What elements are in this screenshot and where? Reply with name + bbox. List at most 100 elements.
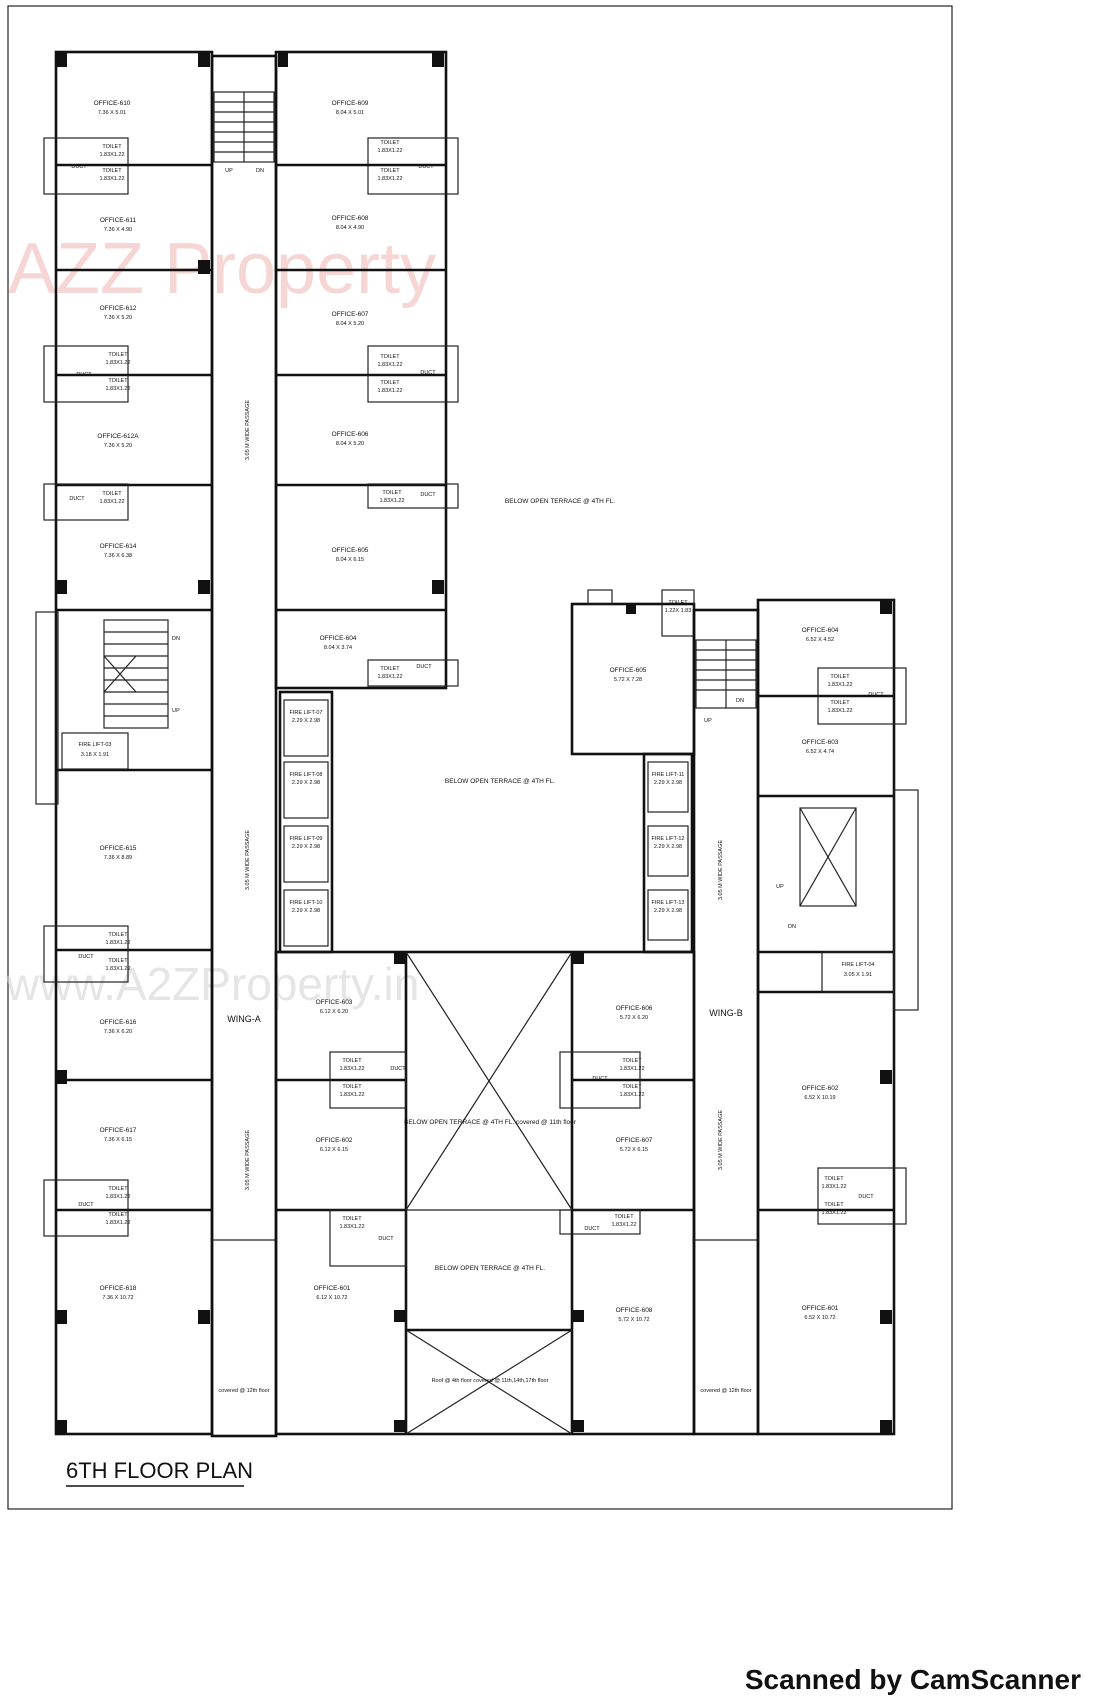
office-size: 7.36 X 8.89	[104, 855, 132, 861]
office-size: 6.12 X 6.15	[320, 1147, 348, 1153]
toilet-size: 1.83X1.22	[821, 1184, 846, 1190]
office-size: 7.36 X 6.15	[104, 1137, 132, 1143]
duct-label: DUCT	[584, 1226, 600, 1232]
passage-label: 3.05 M WIDE PASSAGE	[245, 400, 251, 460]
toilet-label: TOILET	[622, 1084, 642, 1090]
office-size: 7.36 X 5.01	[98, 110, 126, 116]
wing-a-passage	[210, 54, 278, 1438]
toilet-label: TOILET	[622, 1058, 642, 1064]
toilet-label: TOILET	[108, 958, 128, 964]
duct-label: DUCT	[78, 954, 94, 960]
toilet-label: TOILET	[342, 1084, 362, 1090]
lift-size: 2.29 X 2.98	[654, 844, 682, 850]
duct-label: DUCT	[418, 164, 434, 170]
lift-size: 2.29 X 2.98	[654, 908, 682, 914]
lift-size: 2.29 X 2.98	[292, 780, 320, 786]
office-label: OFFICE-602	[316, 1137, 353, 1144]
office-size: 7.36 X 5.20	[104, 443, 132, 449]
toilet-label: TOILET	[830, 700, 850, 706]
wing-b-east-offices	[756, 598, 919, 1436]
toilet-label: TOILET	[102, 144, 122, 150]
office-size: 8.04 X 3.74	[324, 645, 352, 651]
wing-a-label: WING-A	[227, 1014, 261, 1024]
office-size: 7.36 X 4.90	[104, 227, 132, 233]
wing-labels: WING-A WING-B	[227, 1008, 743, 1024]
office-size: 8.04 X 5.01	[336, 110, 364, 116]
office-label: OFFICE-609	[332, 100, 369, 107]
office-label: OFFICE-605	[610, 667, 647, 674]
office-size: 7.36 X 5.20	[104, 315, 132, 321]
passage-label: 3.05 M WIDE PASSAGE	[718, 1110, 724, 1170]
toilet-size: 1.83X1.22	[99, 152, 124, 158]
toilet-size: 1.83X1.22	[105, 966, 130, 972]
toilet-label: TOILET	[342, 1058, 362, 1064]
terrace-label-roof: Roof @ 4th floor covered @ 11th,14th,17t…	[432, 1378, 549, 1384]
toilet-label: TOILET	[108, 932, 128, 938]
office-size: 7.36 X 6.38	[104, 553, 132, 559]
lift-label: FIRE LIFT-04	[841, 962, 874, 968]
office-label: OFFICE-608	[332, 215, 369, 222]
office-size: 8.04 X 6.15	[336, 557, 364, 563]
toilet-size: 1.83X1.22	[339, 1066, 364, 1072]
wing-a-east-offices	[274, 50, 459, 690]
wing-b-passage	[692, 608, 760, 1436]
toilet-size: 1.83X1.22	[105, 1194, 130, 1200]
stair-down-label: DN	[788, 924, 796, 930]
lift-size: 2.29 X 2.98	[654, 780, 682, 786]
office-size: 7.36 X 10.72	[102, 1295, 133, 1301]
office-label: OFFICE-610	[94, 100, 131, 107]
lift-size: 2.29 X 2.98	[292, 718, 320, 724]
toilet-size: 1.83X1.22	[105, 360, 130, 366]
terrace-label-lower: BELOW OPEN TERRACE @ 4TH FL.	[435, 1265, 545, 1272]
toilet-label: TOILET	[108, 352, 128, 358]
lift-label: FIRE LIFT-11	[652, 772, 685, 778]
office-size: 6.52 X 4.74	[806, 749, 834, 755]
office-label: OFFICE-603	[802, 739, 839, 746]
office-size: 5.72 X 6.20	[620, 1015, 648, 1021]
office-size: 6.52 X 4.52	[806, 637, 834, 643]
lift-label: FIRE LIFT-08	[289, 772, 322, 778]
duct-label: DUCT	[390, 1066, 406, 1072]
passage-labels: 3.05 M WIDE PASSAGE 3.05 M WIDE PASSAGE …	[245, 400, 724, 1190]
toilet-size: 1.83X1.22	[105, 1220, 130, 1226]
lift-labels: FIRE LIFT-07 2.29 X 2.98 FIRE LIFT-08 2.…	[78, 710, 874, 978]
office-label: OFFICE-601	[802, 1305, 839, 1312]
duct-label: DUCT	[420, 370, 436, 376]
office-label: OFFICE-617	[100, 1127, 137, 1134]
scanner-watermark: Scanned by CamScanner	[744, 1664, 1081, 1695]
toilet-size: 1.83X1.22	[339, 1224, 364, 1230]
toilet-size: 1.83X1.22	[377, 176, 402, 182]
lift-size: 3.18 X 1.91	[81, 752, 109, 758]
stair-up-label: UP	[172, 708, 180, 714]
toilet-size: 1.83X1.22	[339, 1092, 364, 1098]
toilet-size: 1.83X1.22	[611, 1222, 636, 1228]
office-size: 5.72 X 10.72	[618, 1317, 649, 1323]
toilet-label: TOILET	[614, 1214, 634, 1220]
toilet-label: TOILET	[342, 1216, 362, 1222]
office-label: OFFICE-605	[332, 547, 369, 554]
terrace-label-atrium: BELOW OPEN TERRACE @ 4TH FL. covered @ 1…	[404, 1119, 577, 1126]
office-label: OFFICE-608	[616, 1307, 653, 1314]
toilet-size: 1.83X1.22	[377, 674, 402, 680]
toilet-label: TOILET	[102, 491, 122, 497]
wing-b-label: WING-B	[709, 1008, 743, 1018]
lift-label: FIRE LIFT-03	[78, 742, 111, 748]
toilet-label: TOILET	[380, 380, 400, 386]
office-size: 8.04 X 5.20	[336, 321, 364, 327]
office-label: OFFICE-603	[316, 999, 353, 1006]
duct-label: DUCT	[420, 492, 436, 498]
office-label: OFFICE-602	[802, 1085, 839, 1092]
toilet-size: 1.83X1.22	[827, 708, 852, 714]
office-label: OFFICE-604	[320, 635, 357, 642]
office-label: OFFICE-604	[802, 627, 839, 634]
duct-label: DUCT	[868, 692, 884, 698]
plan-title: 6TH FLOOR PLAN	[66, 1458, 253, 1483]
toilet-label: TOILET	[830, 674, 850, 680]
office-size: 6.52 X 10.72	[804, 1315, 835, 1321]
toilet-label: TOILET	[108, 1186, 128, 1192]
staircase-wing-a	[103, 619, 169, 729]
office-label: OFFICE-607	[332, 311, 369, 318]
stair-labels: UP DN DN UP UP DN UP DN	[172, 168, 796, 930]
toilet-label: TOILET	[380, 140, 400, 146]
office-size: 6.12 X 10.72	[316, 1295, 347, 1301]
